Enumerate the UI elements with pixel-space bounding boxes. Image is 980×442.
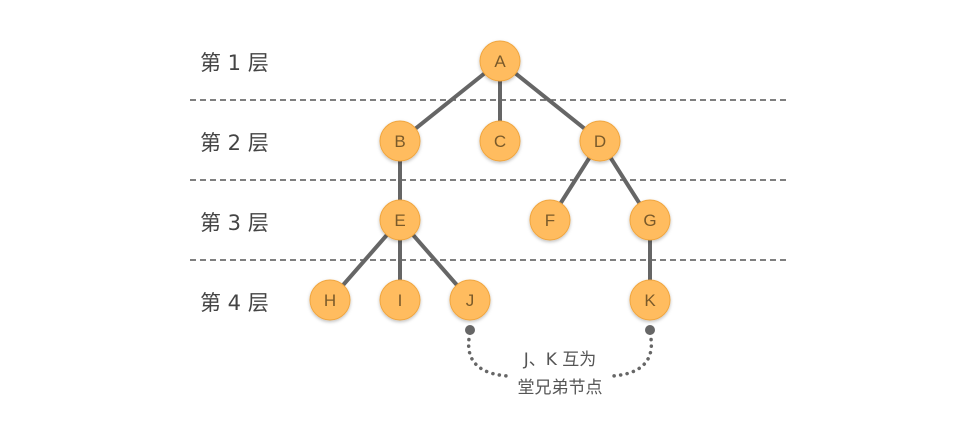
tree-node-circle — [629, 279, 671, 321]
tree-node-circle — [479, 120, 521, 162]
tree-node-circle — [309, 279, 351, 321]
tree-node-label: F — [545, 211, 555, 230]
tree-node-e: E — [379, 199, 421, 241]
tree-node-circle — [579, 120, 621, 162]
tree-node-label: K — [644, 291, 656, 310]
tree-node-a: A — [479, 40, 521, 82]
tree-node-b: B — [379, 120, 421, 162]
tree-node-label: B — [394, 132, 405, 151]
annotation-line-2: 堂兄弟节点 — [518, 378, 603, 398]
tree-node-k: K — [629, 279, 671, 321]
tree-node-label: C — [494, 132, 506, 151]
tree-node-circle — [479, 40, 521, 82]
tree-node-d: D — [579, 120, 621, 162]
tree-node-label: H — [324, 291, 336, 310]
tree-node-c: C — [479, 120, 521, 162]
tree-node-h: H — [309, 279, 351, 321]
level-labels: 第 1 层 第 2 层 第 3 层 第 4 层 — [200, 51, 269, 315]
tree-nodes: A B C D E F G H I J K — [309, 40, 671, 321]
tree-node-j: J — [449, 279, 491, 321]
tree-node-label: G — [643, 211, 656, 230]
tree-node-circle — [379, 120, 421, 162]
edge-a-d — [498, 59, 602, 143]
edge-a-b — [398, 59, 502, 143]
tree-node-label: D — [594, 132, 606, 151]
annotation-dot-j — [465, 325, 475, 335]
tree-node-circle — [379, 199, 421, 241]
tree-node-circle — [449, 279, 491, 321]
annotation-dot-k — [645, 325, 655, 335]
tree-node-circle — [529, 199, 571, 241]
sibling-annotation: J、K 互为 堂兄弟节点 — [465, 325, 655, 398]
level-label-2: 第 2 层 — [200, 131, 269, 155]
tree-node-label: J — [466, 291, 475, 310]
tree-node-circle — [629, 199, 671, 241]
tree-node-label: I — [398, 291, 403, 310]
level-label-4: 第 4 层 — [200, 291, 269, 315]
level-label-1: 第 1 层 — [200, 51, 269, 75]
tree-node-g: G — [629, 199, 671, 241]
tree-node-circle — [379, 279, 421, 321]
annotation-curve-left — [466, 331, 510, 378]
annotation-curve-right — [610, 331, 654, 378]
level-label-3: 第 3 层 — [200, 211, 269, 235]
annotation-line-1: J、K 互为 — [523, 350, 597, 370]
tree-node-label: A — [494, 52, 506, 71]
tree-node-f: F — [529, 199, 571, 241]
tree-node-i: I — [379, 279, 421, 321]
tree-node-label: E — [394, 211, 405, 230]
